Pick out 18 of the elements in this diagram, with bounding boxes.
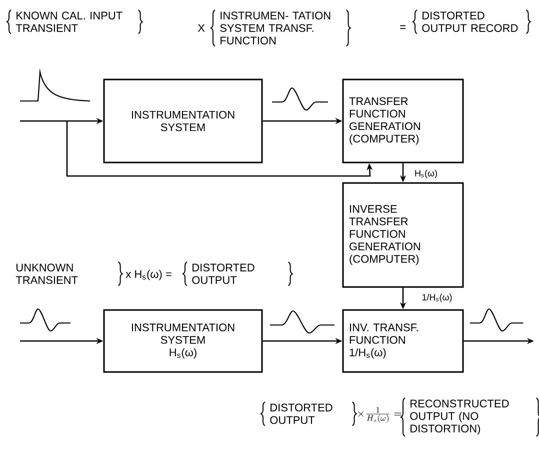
equation-term: INSTRUMEN- TATION SYSTEM TRANSF. FUNCTION (220, 12, 330, 44)
formula: $\times\frac{1}{H_s(\omega)} =$ (358, 407, 402, 423)
equation-term: DISTORTED OUTPUT RECORD (422, 12, 518, 32)
edge-label: H$_{s}$(ω) (413, 168, 438, 180)
process-box: INSTRUMENTATION SYSTEM H$_{s}$(ω) (103, 309, 263, 373)
process-box: INSTRUMENTATION SYSTEM (103, 78, 263, 164)
operator: x H$_{s}$(ω) = (126, 270, 172, 280)
operator: X (198, 24, 205, 32)
equation-term: UNKNOWN TRANSIENT (16, 264, 78, 284)
equation-term: RECONSTRUCTED OUTPUT (NO DISTORTION) (410, 400, 509, 435)
equation-term: DISTORTED OUTPUT (270, 404, 332, 424)
equation-term: DISTORTED OUTPUT (192, 264, 254, 284)
process-box: INV. TRANSF. FUNCTION 1/H$_{s}$(ω) (342, 309, 464, 373)
process-box: TRANSFER FUNCTION GENERATION (COMPUTER) (342, 78, 464, 164)
process-box: INVERSE TRANSFER FUNCTION GENERATION (COMPUTER) (342, 182, 464, 288)
edge-label: 1/H$_{s}$(ω) (420, 292, 454, 304)
operator: = (400, 25, 406, 29)
equation-term: KNOWN CAL. INPUT TRANSIENT (16, 12, 122, 32)
